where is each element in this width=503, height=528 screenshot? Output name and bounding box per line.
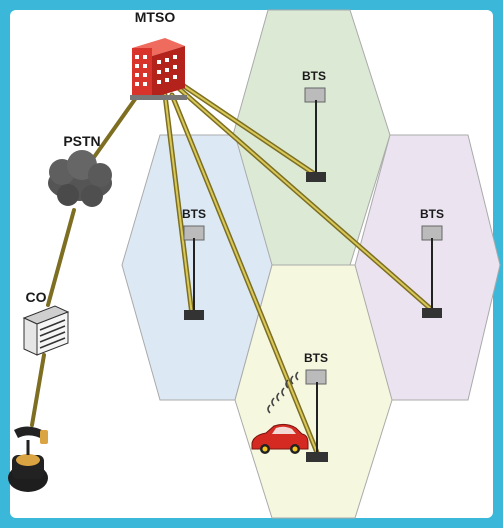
cloud-icon (48, 150, 112, 207)
bts-yellow-label: BTS (304, 351, 328, 365)
telephone-icon (8, 426, 48, 492)
car-icon (251, 423, 309, 454)
bts-blue: BTS (182, 207, 206, 320)
antenna-tower-icon (305, 369, 328, 462)
bts-purple-label: BTS (420, 207, 444, 221)
radio-wave-icon (267, 371, 299, 414)
bts-green: BTS (302, 69, 326, 182)
link-mtso-pstn (90, 93, 140, 162)
bts-yellow: BTS (304, 351, 328, 462)
mtso-label: MTSO (135, 9, 176, 25)
bts-purple: BTS (420, 207, 444, 318)
wired-links (30, 93, 140, 427)
antenna-tower-icon (421, 225, 443, 318)
building-icon (130, 38, 187, 100)
bts-blue-label: BTS (182, 207, 206, 221)
office-building-icon (22, 305, 70, 356)
link-pstn-co (46, 208, 76, 307)
bts-green-label: BTS (302, 69, 326, 83)
antenna-tower-icon (304, 87, 326, 182)
antenna-tower-icon (183, 225, 205, 320)
co-label: CO (26, 289, 47, 305)
link-co-phone (30, 353, 46, 427)
pstn-label: PSTN (63, 133, 100, 149)
cell-yellow (234, 264, 393, 519)
